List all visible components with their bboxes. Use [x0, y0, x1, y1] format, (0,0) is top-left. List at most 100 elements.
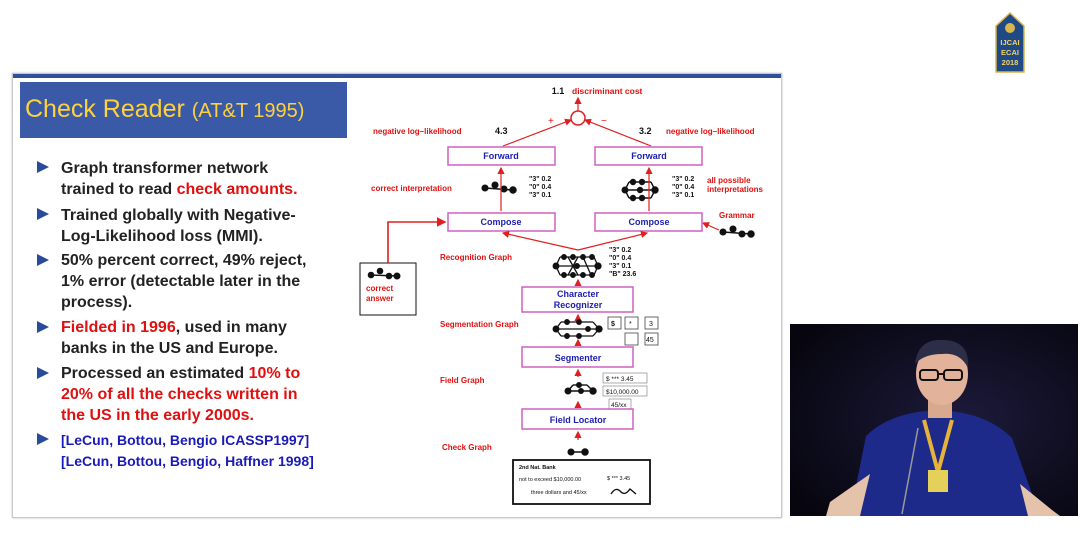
bullet-3-line3: process). [61, 294, 133, 311]
correct-interpretation-label: correct interpretation [371, 184, 452, 193]
interp-score-left-1: "3" 0.2 [529, 176, 551, 183]
field-graph-label: Field Graph [440, 376, 485, 385]
bullet-3: 50% percent correct, 49% reject, 1% erro… [61, 250, 361, 313]
bullet-5-highlight-1: 10% to [248, 365, 301, 382]
bullet-4: Fielded in 1996, used in many banks in t… [61, 317, 361, 359]
character-recognizer-label-1: Character [557, 289, 600, 299]
recognition-graph-icon [552, 254, 602, 278]
bullet-2: Trained globally with Negative- Log-Like… [61, 205, 361, 247]
field-samples: $ *** 3.45 $10,000.00 45/xx [602, 372, 648, 410]
bullet-5-line1: Processed an estimated [61, 365, 249, 382]
segmentation-graph-label: Segmentation Graph [440, 320, 519, 329]
check-image [512, 459, 651, 505]
interp-score-right-1: "3" 0.2 [672, 176, 694, 183]
interp-score-right-2: "0" 0.4 [672, 184, 694, 191]
forward-label-left: Forward [483, 151, 519, 161]
recognition-score-2: "0" 0.4 [609, 255, 631, 262]
field-locator-label: Field Locator [550, 415, 607, 425]
speaker-image [790, 324, 1078, 516]
check-signature [610, 487, 637, 495]
bullet-arrow-icon [37, 321, 49, 333]
bullet-1-line1: Graph transformer network [61, 160, 269, 177]
forward-label-right: Forward [631, 151, 667, 161]
bullet-1: Graph transformer network trained to rea… [61, 158, 361, 200]
presentation-slide: Check Reader (AT&T 1995) Graph transform… [12, 73, 782, 518]
bullet-arrow-icon [37, 254, 49, 266]
bullet-2-line2: Log-Likelihood loss (MMI). [61, 228, 263, 245]
interp-score-left-3: "3" 0.1 [529, 192, 551, 199]
bullet-5: Processed an estimated 10% to 20% of all… [61, 363, 361, 426]
field-sample-3: 45/xx [611, 402, 627, 409]
recognition-graph-label: Recognition Graph [440, 253, 512, 262]
correct-answer-graph-icon [367, 267, 401, 280]
bullet-arrow-icon [37, 367, 49, 379]
field-graph-icon [564, 382, 597, 395]
bullet-arrow-icon [37, 433, 49, 445]
reference-2: [LeCun, Bottou, Bengio, Haffner 1998] [61, 453, 314, 469]
minus-sign: − [601, 116, 607, 127]
bullet-2-line1: Trained globally with Negative- [61, 207, 296, 224]
plus-sign: + [548, 116, 554, 127]
bullet-3-line2: 1% error (detectable later in the [61, 273, 301, 290]
recognition-score-4: "B" 23.6 [609, 271, 636, 278]
slide-title-sub: (AT&T 1995) [191, 100, 305, 122]
recognition-score-3: "3" 0.1 [609, 263, 631, 270]
field-sample-1: $ *** 3.45 [606, 376, 634, 383]
bullet-6-references: [LeCun, Bottou, Bengio ICASSP1997] [LeCu… [61, 430, 371, 472]
bullet-4-line1: , used in many [175, 319, 287, 336]
segmenter-label: Segmenter [555, 353, 602, 363]
cost-value: 1.1 [552, 86, 565, 96]
all-interpretations-graph-icon [621, 178, 659, 202]
bullet-5-highlight-3: the US in the early 2000s. [61, 407, 254, 424]
bullet-4-line2: banks in the US and Europe. [61, 340, 278, 357]
check-graph-label: Check Graph [442, 443, 492, 452]
slide-title-box: Check Reader (AT&T 1995) [20, 82, 347, 138]
nll-left-label: negative log–likelihood [373, 127, 462, 136]
slide-title: Check Reader (AT&T 1995) [25, 95, 304, 124]
cost-label: discriminant cost [572, 86, 643, 96]
interp-score-right-3: "3" 0.1 [672, 192, 694, 199]
check-amount: $ *** 3.45 [607, 476, 630, 482]
character-recognizer-box [521, 286, 634, 313]
grammar-label: Grammar [719, 211, 755, 220]
correct-answer-box [359, 262, 417, 316]
field-locator-box [521, 408, 634, 430]
conference-logo: IJCAI ECAI 2018 [995, 12, 1025, 73]
segment-sample-3: 3 [649, 321, 653, 328]
correct-interpretation-graph-icon [481, 181, 517, 194]
nll-left-value: 4.3 [495, 126, 508, 136]
graph-transformer-diagram: 1.1 discriminant cost + − negative log–l… [359, 86, 764, 505]
slide-title-text: Check Reader [25, 95, 185, 123]
bullet-4-highlight: Fielded in 1996 [61, 319, 176, 336]
nll-right-label: negative log–likelihood [666, 127, 755, 136]
check-bank-name: 2nd Nat. Bank [519, 465, 557, 471]
bullet-arrow-icon [37, 208, 49, 220]
field-sample-2: $10,000.00 [606, 389, 639, 396]
all-interpretations-label-2: interpretations [707, 185, 764, 194]
correct-answer-label-2: answer [366, 294, 394, 303]
logo-line1: IJCAI [1000, 38, 1019, 47]
recognition-score-1: "3" 0.2 [609, 247, 631, 254]
segmenter-box [521, 346, 634, 368]
sum-node [570, 110, 586, 126]
speaker-video-feed [790, 324, 1078, 516]
segment-sample-2: * [629, 321, 632, 328]
bullet-5-highlight-2: 20% of all the checks written in [61, 386, 298, 403]
reference-1: [LeCun, Bottou, Bengio ICASSP1997] [61, 432, 310, 448]
check-graph-icon [567, 448, 589, 456]
correct-answer-label-1: correct [366, 284, 393, 293]
compose-label-left: Compose [480, 217, 521, 227]
bullet-arrow-icon [37, 161, 49, 173]
segment-sample-4: 45 [646, 337, 654, 344]
bullet-3-line1: 50% percent correct, 49% reject, [61, 252, 307, 269]
nll-right-value: 3.2 [639, 126, 652, 136]
segmentation-samples: $ * 3 45 [607, 316, 659, 346]
segment-sample-1: $ [611, 321, 615, 328]
compose-box-right [594, 212, 703, 232]
grammar-graph-icon [719, 225, 755, 238]
all-interpretations-label-1: all possible [707, 176, 751, 185]
bullet-1-line2: trained to read [61, 181, 177, 198]
check-words-line: three dollars and 45/xx [531, 490, 587, 496]
bullet-1-highlight: check amounts. [176, 181, 298, 198]
check-limit-line: not to exceed $10,000.00 [519, 477, 581, 483]
